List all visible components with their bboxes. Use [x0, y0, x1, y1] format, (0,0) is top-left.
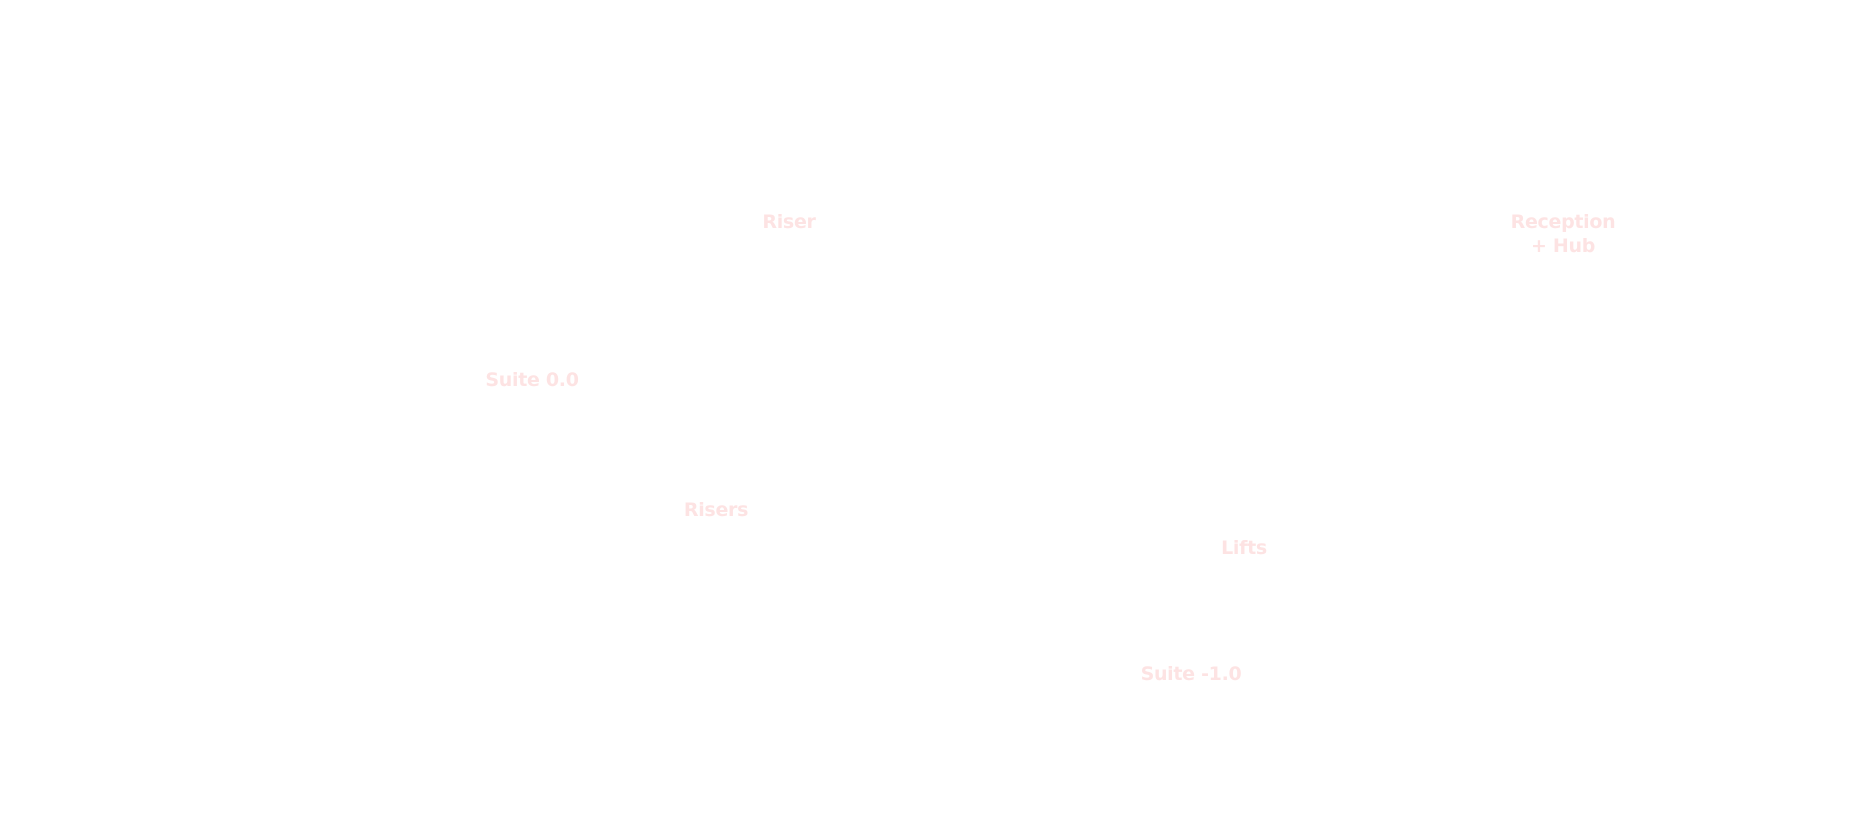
label-riser: Riser [762, 211, 816, 233]
label-suite-0: Suite 0.0 [485, 369, 579, 391]
label-risers: Risers [683, 499, 749, 521]
label-lifts: Lifts [1221, 537, 1267, 559]
label-reception-hub: Reception + Hub [1510, 211, 1616, 257]
label-suite-minus-1: Suite -1.0 [1140, 663, 1242, 685]
